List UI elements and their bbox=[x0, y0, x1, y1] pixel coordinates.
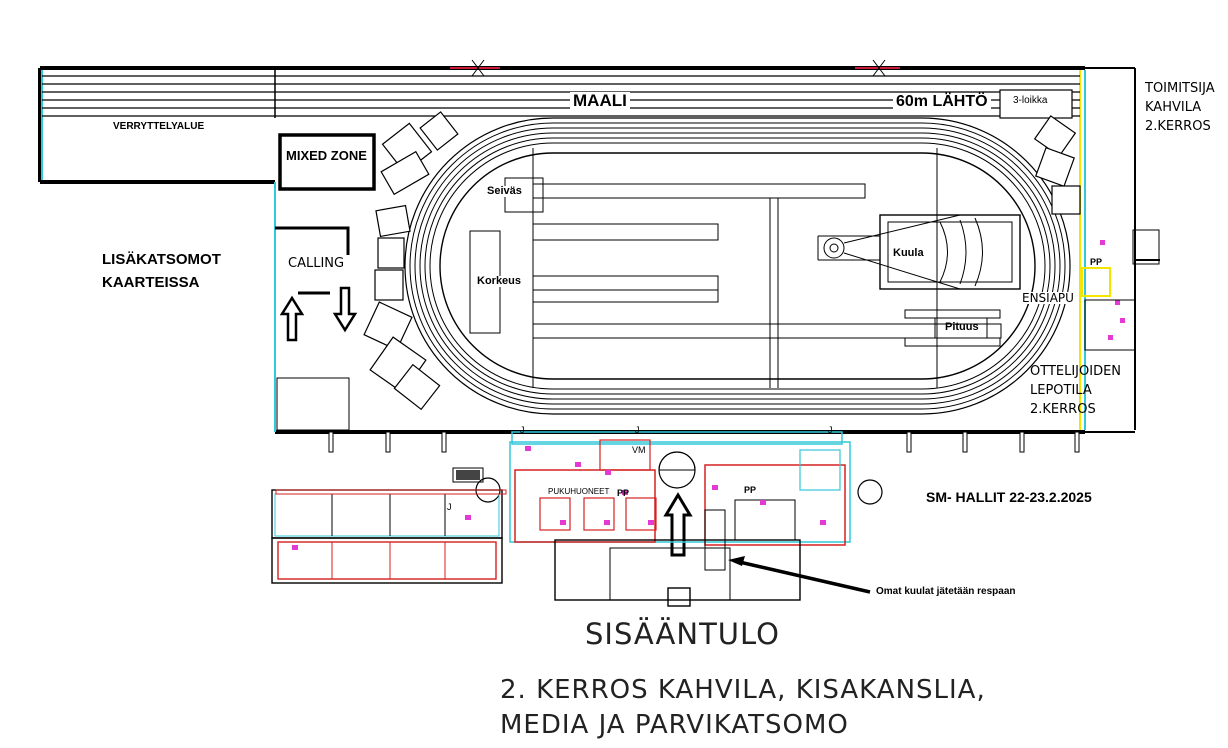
label-extra-stands-1: LISÄKATSOMOT bbox=[102, 251, 221, 268]
stands-left bbox=[363, 111, 459, 411]
label-j-2: J bbox=[635, 425, 640, 435]
label-j-1: J bbox=[520, 425, 525, 435]
label-pp-2: PP bbox=[617, 488, 630, 498]
stands-right bbox=[1033, 115, 1081, 215]
calling-room bbox=[276, 377, 350, 431]
label-mixed-zone: MIXED ZONE bbox=[286, 148, 367, 163]
label-long-jump: Pituus bbox=[945, 321, 979, 333]
entrance-arrow-icon bbox=[663, 492, 693, 557]
label-shot-put: Kuula bbox=[893, 247, 924, 259]
wall-posts bbox=[328, 431, 1080, 453]
label-warmup-area: VERRYTTELYALUE bbox=[113, 121, 205, 132]
infield bbox=[469, 148, 1021, 388]
label-high-jump: Korkeus bbox=[477, 275, 522, 287]
label-pole-vault: Seiväs bbox=[487, 185, 522, 197]
label-entrance: SISÄÄNTULO bbox=[585, 617, 780, 651]
label-athletes-1: OTTELIJOIDEN bbox=[1030, 364, 1122, 379]
label-vm: VM bbox=[632, 445, 646, 455]
label-extra-stands-2: KAARTEISSA bbox=[102, 274, 200, 291]
label-maali: MAALI bbox=[570, 92, 630, 109]
label-start-60m: 60m LÄHTÖ bbox=[893, 94, 991, 110]
triple-jump-runway bbox=[999, 89, 1073, 119]
label-officials-3: 2.KERROS bbox=[1145, 119, 1211, 134]
label-officials-2: KAHVILA bbox=[1145, 100, 1202, 115]
shot-note: Omat kuulat jätetään respaan bbox=[876, 586, 1016, 597]
label-second-floor-1: 2. KERROS KAHVILA, KISAKANSLIA, bbox=[500, 675, 986, 705]
label-dressing-rooms: PUKUHUONEET bbox=[548, 487, 610, 496]
hinge-icons bbox=[471, 59, 886, 77]
label-first-aid: ENSIAPU bbox=[1022, 291, 1074, 305]
label-officials-1: TOIMITSIJA bbox=[1145, 81, 1215, 96]
cyan-walls bbox=[41, 70, 1086, 432]
first-aid-room bbox=[1081, 267, 1111, 297]
shot-note-arrowhead bbox=[728, 556, 745, 566]
right-rooms bbox=[1084, 229, 1160, 351]
label-athletes-3: 2.KERROS bbox=[1030, 402, 1096, 417]
shot-note-pointer bbox=[734, 559, 871, 594]
door-markers bbox=[292, 240, 1125, 550]
event-title: SM- HALLIT 22-23.2.2025 bbox=[926, 489, 1092, 505]
label-second-floor-2: MEDIA JA PARVIKATSOMO bbox=[500, 710, 849, 740]
label-j-4: J bbox=[447, 502, 452, 512]
label-pp-3: PP bbox=[744, 485, 757, 495]
mixed-zone-box bbox=[278, 133, 376, 191]
up-arrow-icon bbox=[279, 295, 305, 342]
down-arrow-icon bbox=[332, 286, 358, 333]
label-pp-1: PP bbox=[1090, 257, 1103, 267]
label-j-3: J bbox=[828, 425, 833, 435]
oval-track bbox=[404, 117, 1071, 415]
label-athletes-2: LEPOTILA bbox=[1030, 383, 1092, 398]
lower-building bbox=[271, 431, 883, 607]
label-calling: CALLING bbox=[288, 256, 345, 271]
calling-area bbox=[275, 226, 350, 295]
label-triple-jump: 3-loikka bbox=[1013, 95, 1048, 106]
